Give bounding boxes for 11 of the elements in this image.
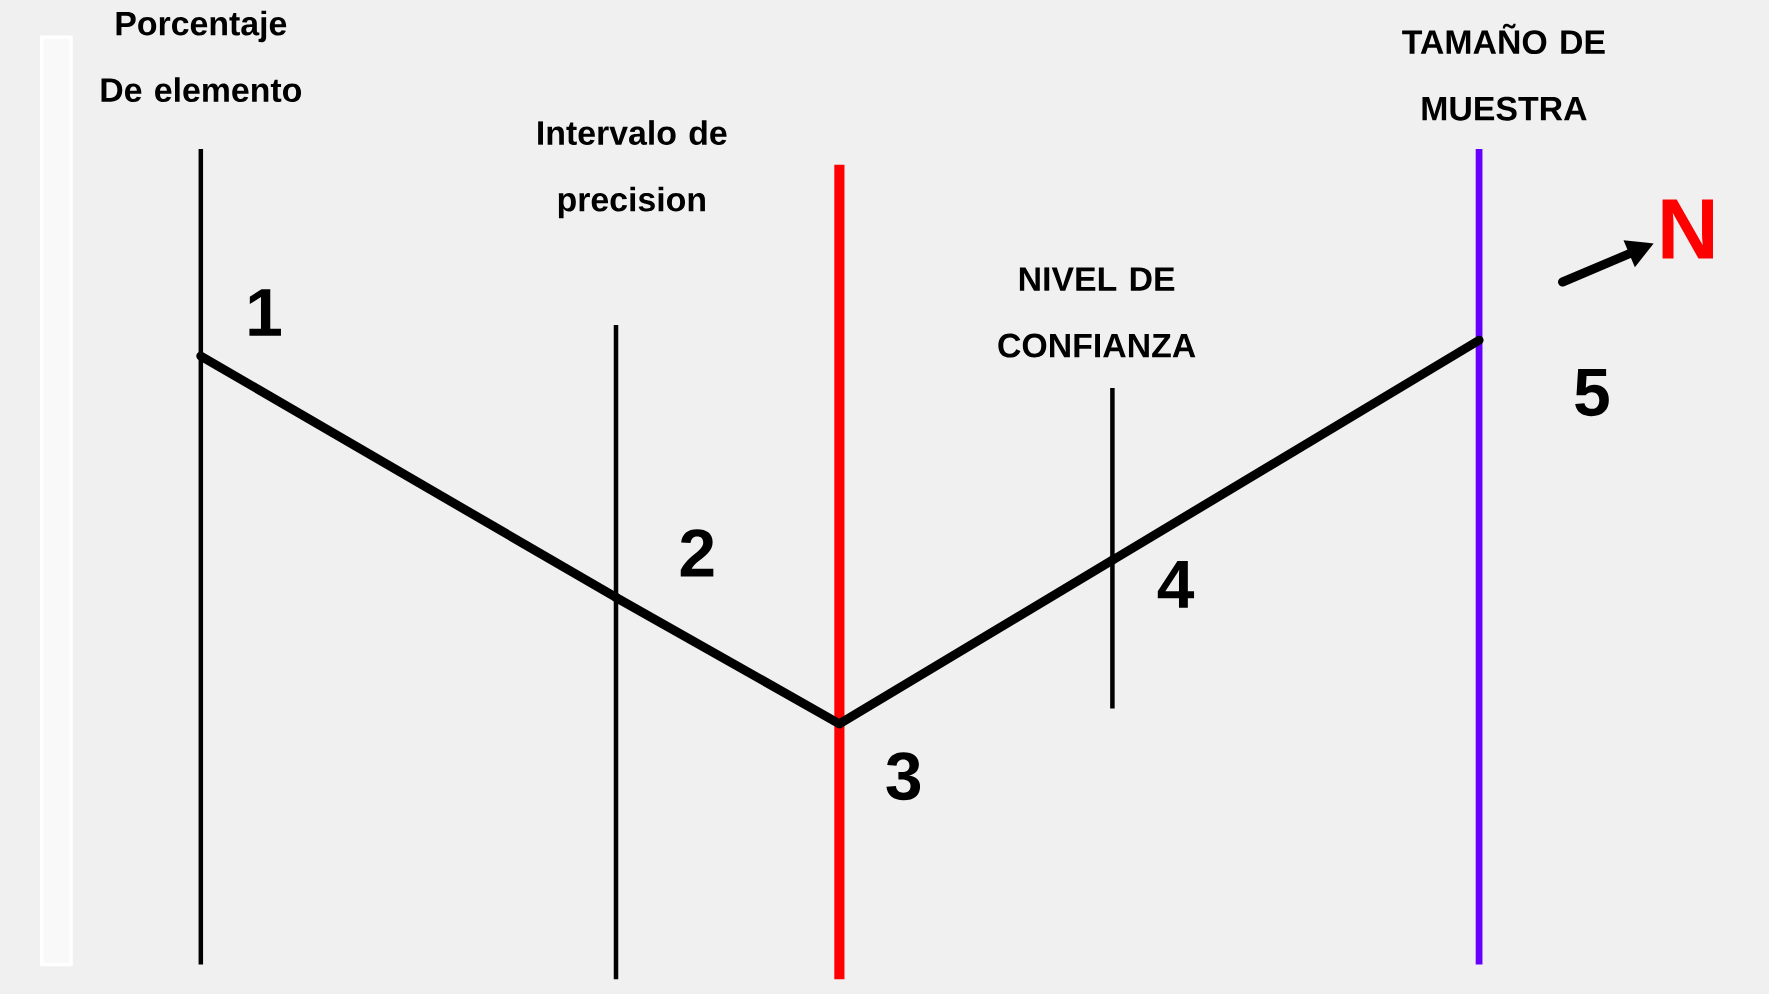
scale-number: 3 — [886, 752, 921, 801]
scale-heading: NIVEL DE CONFIANZA — [998, 267, 1196, 358]
scale-number: 1 — [249, 289, 281, 336]
connecting-line — [1107, 335, 1484, 565]
scale-number: 2 — [680, 529, 714, 577]
scale-heading: TAMAÑO DE MUESTRA — [1402, 23, 1605, 121]
letter-label: N — [1662, 199, 1713, 259]
scale-number: 4 — [1157, 561, 1195, 608]
scale-heading: Intervalo de precision — [538, 120, 727, 219]
scale-number: 5 — [1575, 369, 1609, 417]
scale-heading: Porcentaje De elemento — [101, 10, 302, 103]
